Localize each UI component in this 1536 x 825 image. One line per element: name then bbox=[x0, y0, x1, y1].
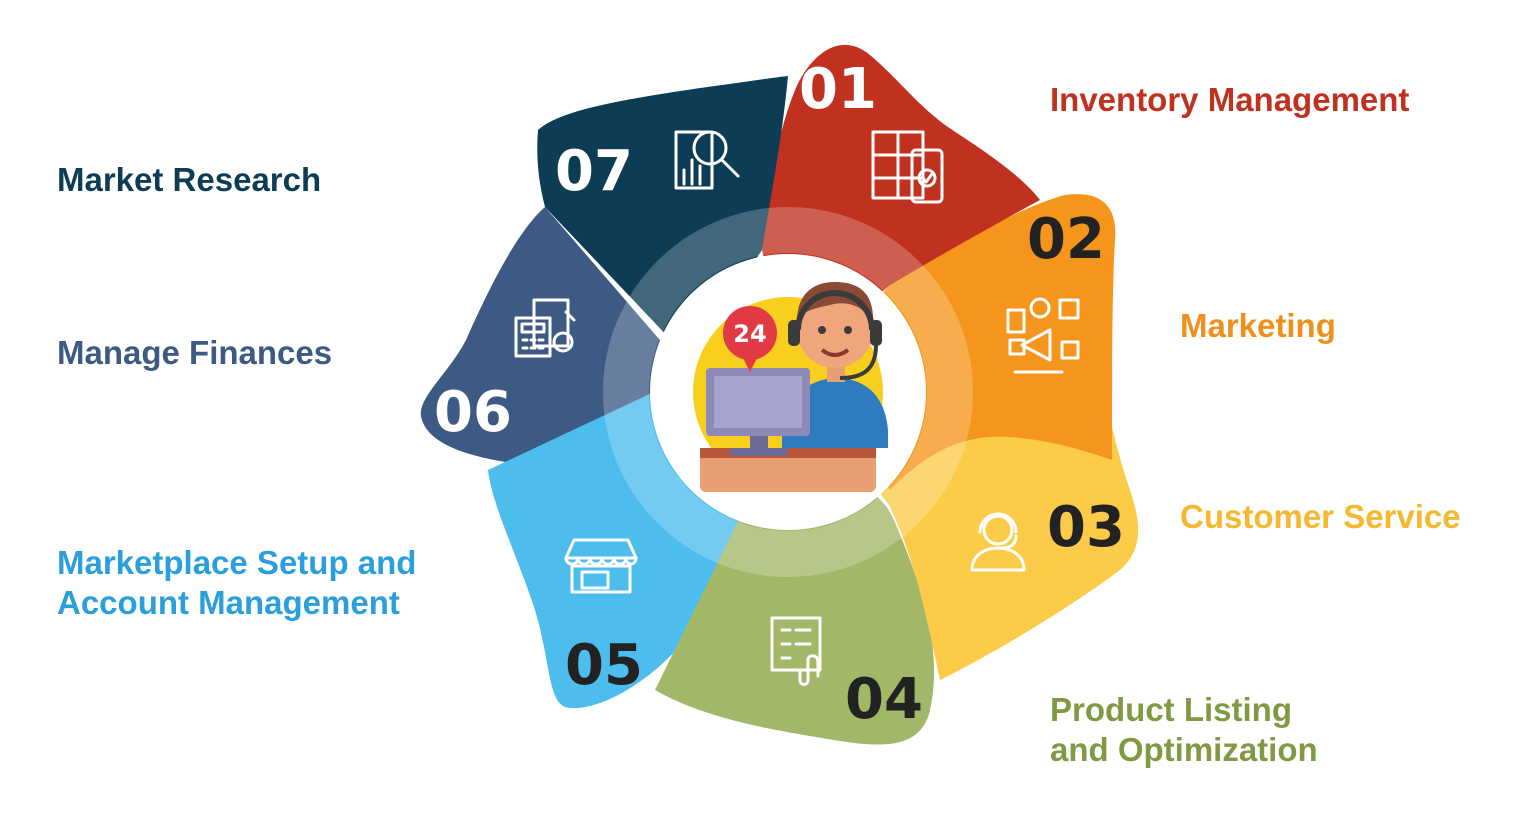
step-label-04: Product Listing and Optimization bbox=[1050, 691, 1318, 768]
calculator-invoice-icon bbox=[514, 298, 576, 358]
step-number-04: 04 bbox=[845, 667, 923, 732]
center-badge-text: 24 bbox=[733, 320, 766, 348]
listing-scroll-checklist-icon bbox=[770, 616, 822, 686]
inventory-phone-checklist-icon bbox=[871, 130, 944, 204]
step-number-03: 03 bbox=[1047, 495, 1125, 560]
support-agent-24-7-icon: 24 bbox=[693, 282, 888, 492]
step-number-01: 01 bbox=[799, 57, 877, 122]
step-label-07: Market Research bbox=[57, 161, 322, 198]
headset-agent-icon bbox=[970, 512, 1026, 572]
step-label-02: Marketing bbox=[1180, 307, 1336, 344]
storefront-icon bbox=[564, 538, 638, 594]
step-number-06: 06 bbox=[434, 380, 512, 445]
step-label-06: Manage Finances bbox=[57, 334, 333, 371]
step-number-02: 02 bbox=[1027, 207, 1105, 272]
step-number-05: 05 bbox=[565, 633, 643, 698]
step-number-07: 07 bbox=[555, 139, 633, 204]
step-label-03: Customer Service bbox=[1180, 498, 1461, 535]
inner-ring bbox=[603, 207, 973, 577]
step-label-01: Inventory Management bbox=[1050, 81, 1410, 118]
magnifier-bar-chart-icon bbox=[674, 130, 740, 190]
megaphone-social-media-icon bbox=[1006, 297, 1080, 374]
step-label-05: Marketplace Setup and Account Management bbox=[57, 544, 417, 621]
